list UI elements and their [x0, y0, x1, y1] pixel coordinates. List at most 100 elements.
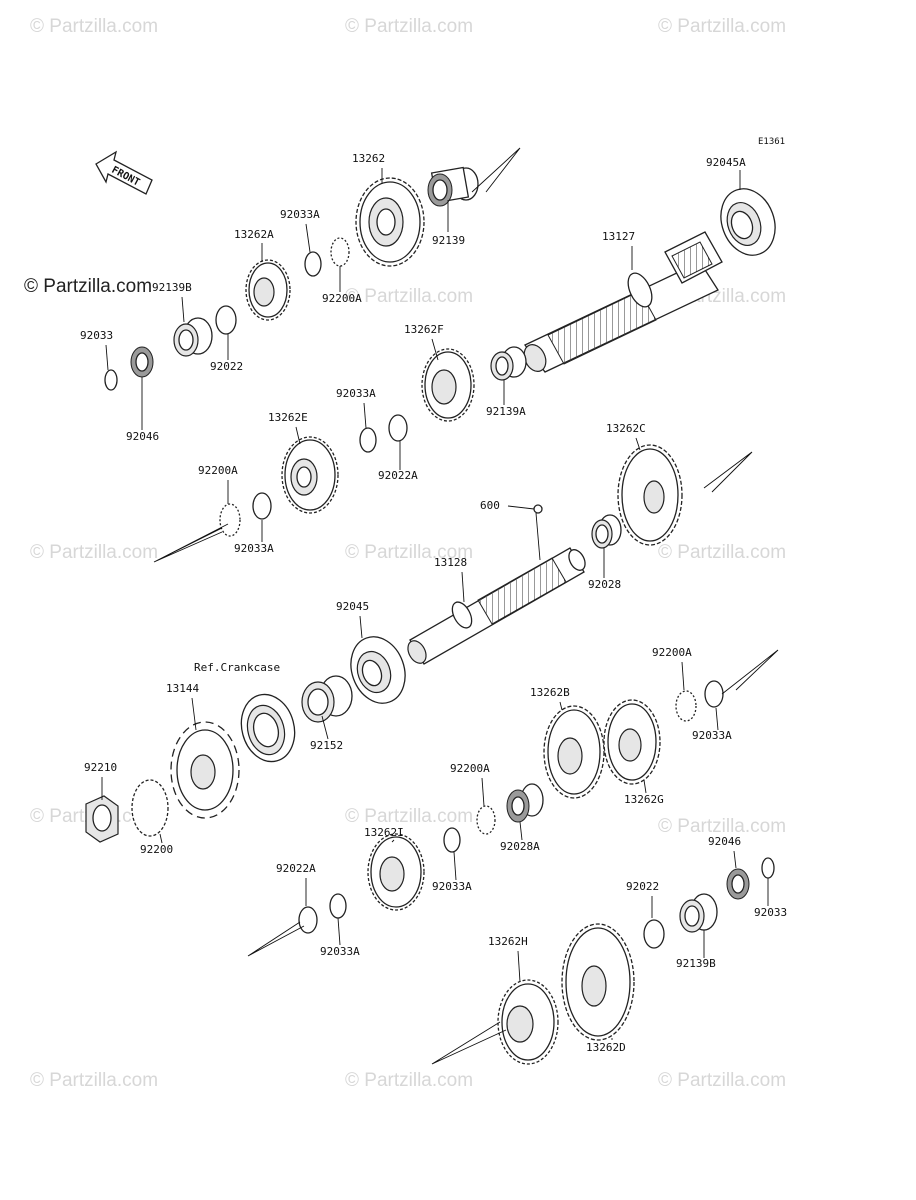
part-label-13262g[interactable]: 13262G	[624, 793, 664, 806]
washer-92022-right	[643, 919, 665, 949]
circlip-92033A-left	[252, 492, 272, 520]
washer-92022A-mid	[388, 414, 408, 442]
part-label-13262a[interactable]: 13262A	[234, 228, 274, 241]
ball-bearing-92045	[350, 636, 406, 704]
circlip-92033A-mid	[359, 427, 377, 453]
gear-13262	[355, 177, 425, 267]
part-label-92028[interactable]: 92028	[588, 578, 621, 591]
collar-92139B-right	[679, 893, 718, 933]
part-label-92033a[interactable]: 92033A	[336, 387, 376, 400]
part-label-92022[interactable]: 92022	[626, 880, 659, 893]
part-label-13128[interactable]: 13128	[434, 556, 467, 569]
part-label-92139b[interactable]: 92139B	[152, 281, 192, 294]
circlip-92033A-right	[704, 680, 724, 708]
collar-92139B-left	[173, 317, 213, 357]
washer-92200A-lower	[476, 805, 496, 835]
sprocket-13144	[170, 721, 240, 819]
part-label-92033a[interactable]: 92033A	[320, 945, 360, 958]
washer-92022A-lower	[298, 906, 318, 934]
part-label-13262f[interactable]: 13262F	[404, 323, 444, 336]
part-label-92046[interactable]: 92046	[708, 835, 741, 848]
watermark-text: © Partzilla.com	[658, 816, 786, 837]
shaft-13128	[407, 547, 586, 665]
shaft-13127	[523, 231, 723, 373]
circlip-92033-left	[104, 369, 118, 391]
part-label-92045a[interactable]: 92045A	[706, 156, 746, 169]
gear-13262H	[497, 979, 559, 1065]
leader-lines	[101, 147, 779, 1065]
gear-13262G	[603, 699, 661, 785]
gear-13262I	[367, 833, 425, 911]
gear-13262F	[421, 348, 475, 422]
collar-92139A	[490, 346, 527, 381]
reference-label: Ref.Crankcase	[194, 661, 280, 674]
part-label-13262e[interactable]: 13262E	[268, 411, 308, 424]
washer-92200A-left	[219, 503, 241, 537]
needle-bearing-92046-right	[726, 868, 750, 900]
washer-92200A-top	[330, 237, 350, 267]
part-label-92022[interactable]: 92022	[210, 360, 243, 373]
washer-92022-left	[215, 305, 237, 335]
part-label-13262i[interactable]: 13262I	[364, 826, 404, 839]
part-label-92210[interactable]: 92210	[84, 761, 117, 774]
grease-point-600	[533, 504, 543, 514]
watermark-text: © Partzilla.com	[345, 542, 473, 563]
part-label-92022a[interactable]: 92022A	[378, 469, 418, 482]
front-direction-arrow: FRONT	[95, 150, 153, 195]
bearing-92028A	[506, 783, 544, 823]
part-label-92028a[interactable]: 92028A	[500, 840, 540, 853]
needle-bearing-92046-left	[130, 346, 154, 378]
bushing-92028	[591, 514, 622, 549]
part-label-600[interactable]: 600	[480, 499, 500, 512]
watermark-text: © Partzilla.com	[658, 1070, 786, 1091]
part-label-92033[interactable]: 92033	[80, 329, 113, 342]
part-label-92033[interactable]: 92033	[754, 906, 787, 919]
part-label-13127[interactable]: 13127	[602, 230, 635, 243]
watermark-text: © Partzilla.com	[658, 542, 786, 563]
watermark-text: © Partzilla.com	[345, 1070, 473, 1091]
part-label-92200a[interactable]: 92200A	[450, 762, 490, 775]
watermark-text: © Partzilla.com	[30, 16, 158, 37]
circlip-92033A-top	[304, 251, 322, 277]
part-label-92200a[interactable]: 92200A	[652, 646, 692, 659]
watermark-text: © Partzilla.com	[345, 806, 473, 827]
part-label-92139[interactable]: 92139	[432, 234, 465, 247]
oil-seal	[240, 693, 296, 763]
circlip-92033A-lower	[443, 827, 461, 853]
collar-92152	[301, 675, 353, 723]
part-label-92033a[interactable]: 92033A	[432, 880, 472, 893]
watermark-text: © Partzilla.com	[658, 16, 786, 37]
part-label-92045[interactable]: 92045	[336, 600, 369, 613]
watermark-text: © Partzilla.com	[345, 16, 473, 37]
part-label-92200a[interactable]: 92200A	[322, 292, 362, 305]
part-label-13144[interactable]: 13144	[166, 682, 199, 695]
gear-13262A	[245, 259, 291, 321]
part-label-92033a[interactable]: 92033A	[234, 542, 274, 555]
watermark-text: © Partzilla.com	[345, 286, 473, 307]
part-label-92200a[interactable]: 92200A	[198, 464, 238, 477]
watermark-dark: © Partzilla.com	[24, 276, 152, 297]
part-label-92139b[interactable]: 92139B	[676, 957, 716, 970]
part-label-92200[interactable]: 92200	[140, 843, 173, 856]
circlip-92033-right	[761, 857, 775, 879]
part-label-13262h[interactable]: 13262H	[488, 935, 528, 948]
part-label-92046[interactable]: 92046	[126, 430, 159, 443]
lock-washer-92200	[131, 779, 169, 837]
part-label-92033a[interactable]: 92033A	[280, 208, 320, 221]
gear-13262C	[617, 444, 683, 546]
part-label-13262[interactable]: 13262	[352, 152, 385, 165]
needle-bearing-92139	[427, 166, 479, 207]
part-label-92152[interactable]: 92152	[310, 739, 343, 752]
part-label-92139a[interactable]: 92139A	[486, 405, 526, 418]
part-label-13262c[interactable]: 13262C	[606, 422, 646, 435]
gear-13262E	[281, 436, 339, 514]
watermark-text: © Partzilla.com	[30, 542, 158, 563]
part-label-13262d[interactable]: 13262D	[586, 1041, 626, 1054]
gear-13262B	[543, 705, 605, 799]
ball-bearing-92045A	[720, 188, 776, 256]
part-label-92033a[interactable]: 92033A	[692, 729, 732, 742]
part-label-13262b[interactable]: 13262B	[530, 686, 570, 699]
part-label-92022a[interactable]: 92022A	[276, 862, 316, 875]
nut-92210	[85, 795, 119, 843]
